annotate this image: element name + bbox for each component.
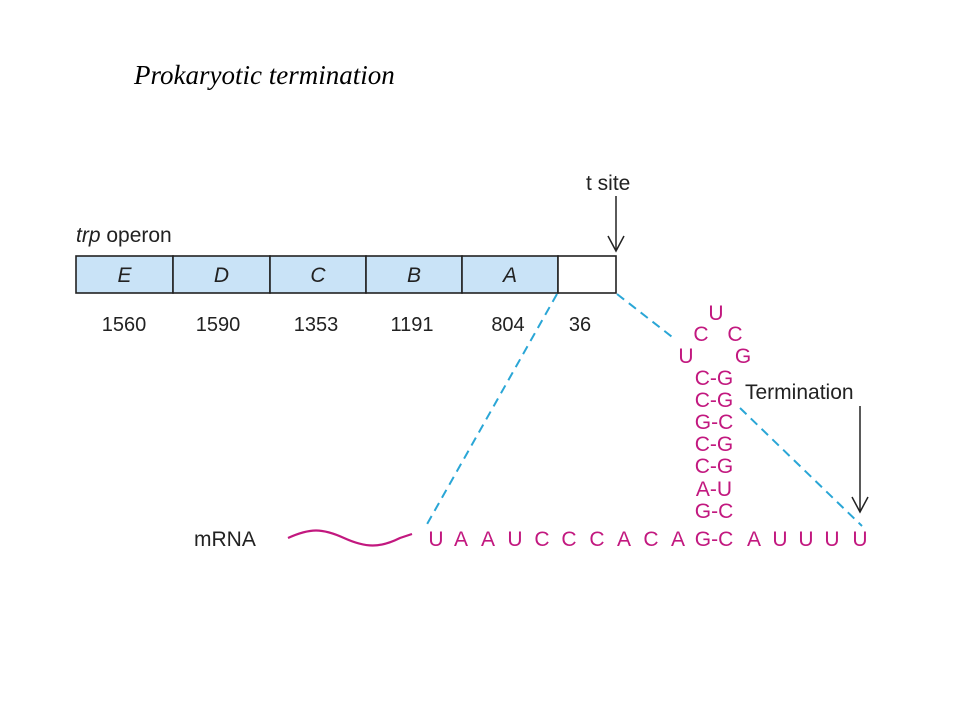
gene-box-B [365, 255, 463, 294]
mrna-base: A [481, 528, 495, 551]
operon-name-rest: operon [101, 224, 172, 247]
mrna-base: U [824, 528, 839, 551]
stem-pair: C-G [695, 367, 734, 390]
slide-title: Prokaryotic termination [134, 60, 395, 90]
stem-pair: C-G [695, 433, 734, 456]
gene-length-1590: 1590 [196, 314, 241, 336]
mrna-squiggle [287, 529, 413, 547]
gene-length-1353: 1353 [294, 314, 339, 336]
gene-letter-E: E [117, 264, 132, 287]
mrna-base: C [589, 528, 604, 551]
stem-pair: C-G [695, 389, 734, 412]
gene-length-1560: 1560 [102, 314, 147, 336]
mrna-base: U [772, 528, 787, 551]
dashed-guide-right-upper [616, 293, 677, 341]
mrna-base: C [534, 528, 549, 551]
loop-base: C [693, 323, 708, 346]
gene-box-D [172, 255, 271, 294]
mrna-base: A [747, 528, 761, 551]
hairpin-stem: G-CA-UC-GC-GG-CC-GC-G [695, 367, 734, 523]
gene-length-804: 804 [491, 314, 524, 336]
dashed-guide-right-lower [739, 407, 863, 527]
gene-box-C [269, 255, 367, 294]
operon-label: trp operon [76, 224, 172, 247]
gene-letter-C: C [310, 264, 326, 287]
stem-pair: A-U [696, 478, 732, 501]
mrna-base: A [454, 528, 468, 551]
termination-arrow-head [851, 496, 869, 514]
mrna-base: A [617, 528, 631, 551]
stem-pair: C-G [695, 455, 734, 478]
gene-box-A [461, 255, 559, 294]
loop-base: G [735, 345, 751, 368]
gene-letter-A: A [501, 264, 517, 287]
gene-lengths: 1560 1590 1353 1191 804 36 [102, 314, 591, 336]
mrna-base: A [671, 528, 685, 551]
loop-base: U [678, 345, 693, 368]
gene-letter-D: D [214, 264, 229, 287]
mrna-base: U [507, 528, 522, 551]
operon-name-italic: trp [76, 224, 101, 247]
mrna-base: C [561, 528, 576, 551]
mrna-base: C [643, 528, 658, 551]
t-site-label: t site [586, 172, 630, 195]
termination-label: Termination [745, 381, 854, 404]
stem-pair: G-C [695, 411, 734, 434]
mrna-label: mRNA [194, 528, 256, 551]
mrna-base: U [428, 528, 443, 551]
gene-letter-B: B [407, 264, 421, 287]
stem-pair: G-C [695, 500, 734, 523]
t-site-arrow-head [607, 235, 625, 253]
gene-box-E [75, 255, 174, 294]
gene-box-terminal [557, 255, 617, 294]
mrna-base: U [798, 528, 813, 551]
mrna-base: G-C [695, 528, 734, 551]
mrna-base: U [852, 528, 867, 551]
loop-base: U [708, 302, 723, 325]
gene-length-1191: 1191 [390, 314, 433, 336]
loop-base: C [727, 323, 742, 346]
gene-length-36: 36 [569, 314, 591, 336]
